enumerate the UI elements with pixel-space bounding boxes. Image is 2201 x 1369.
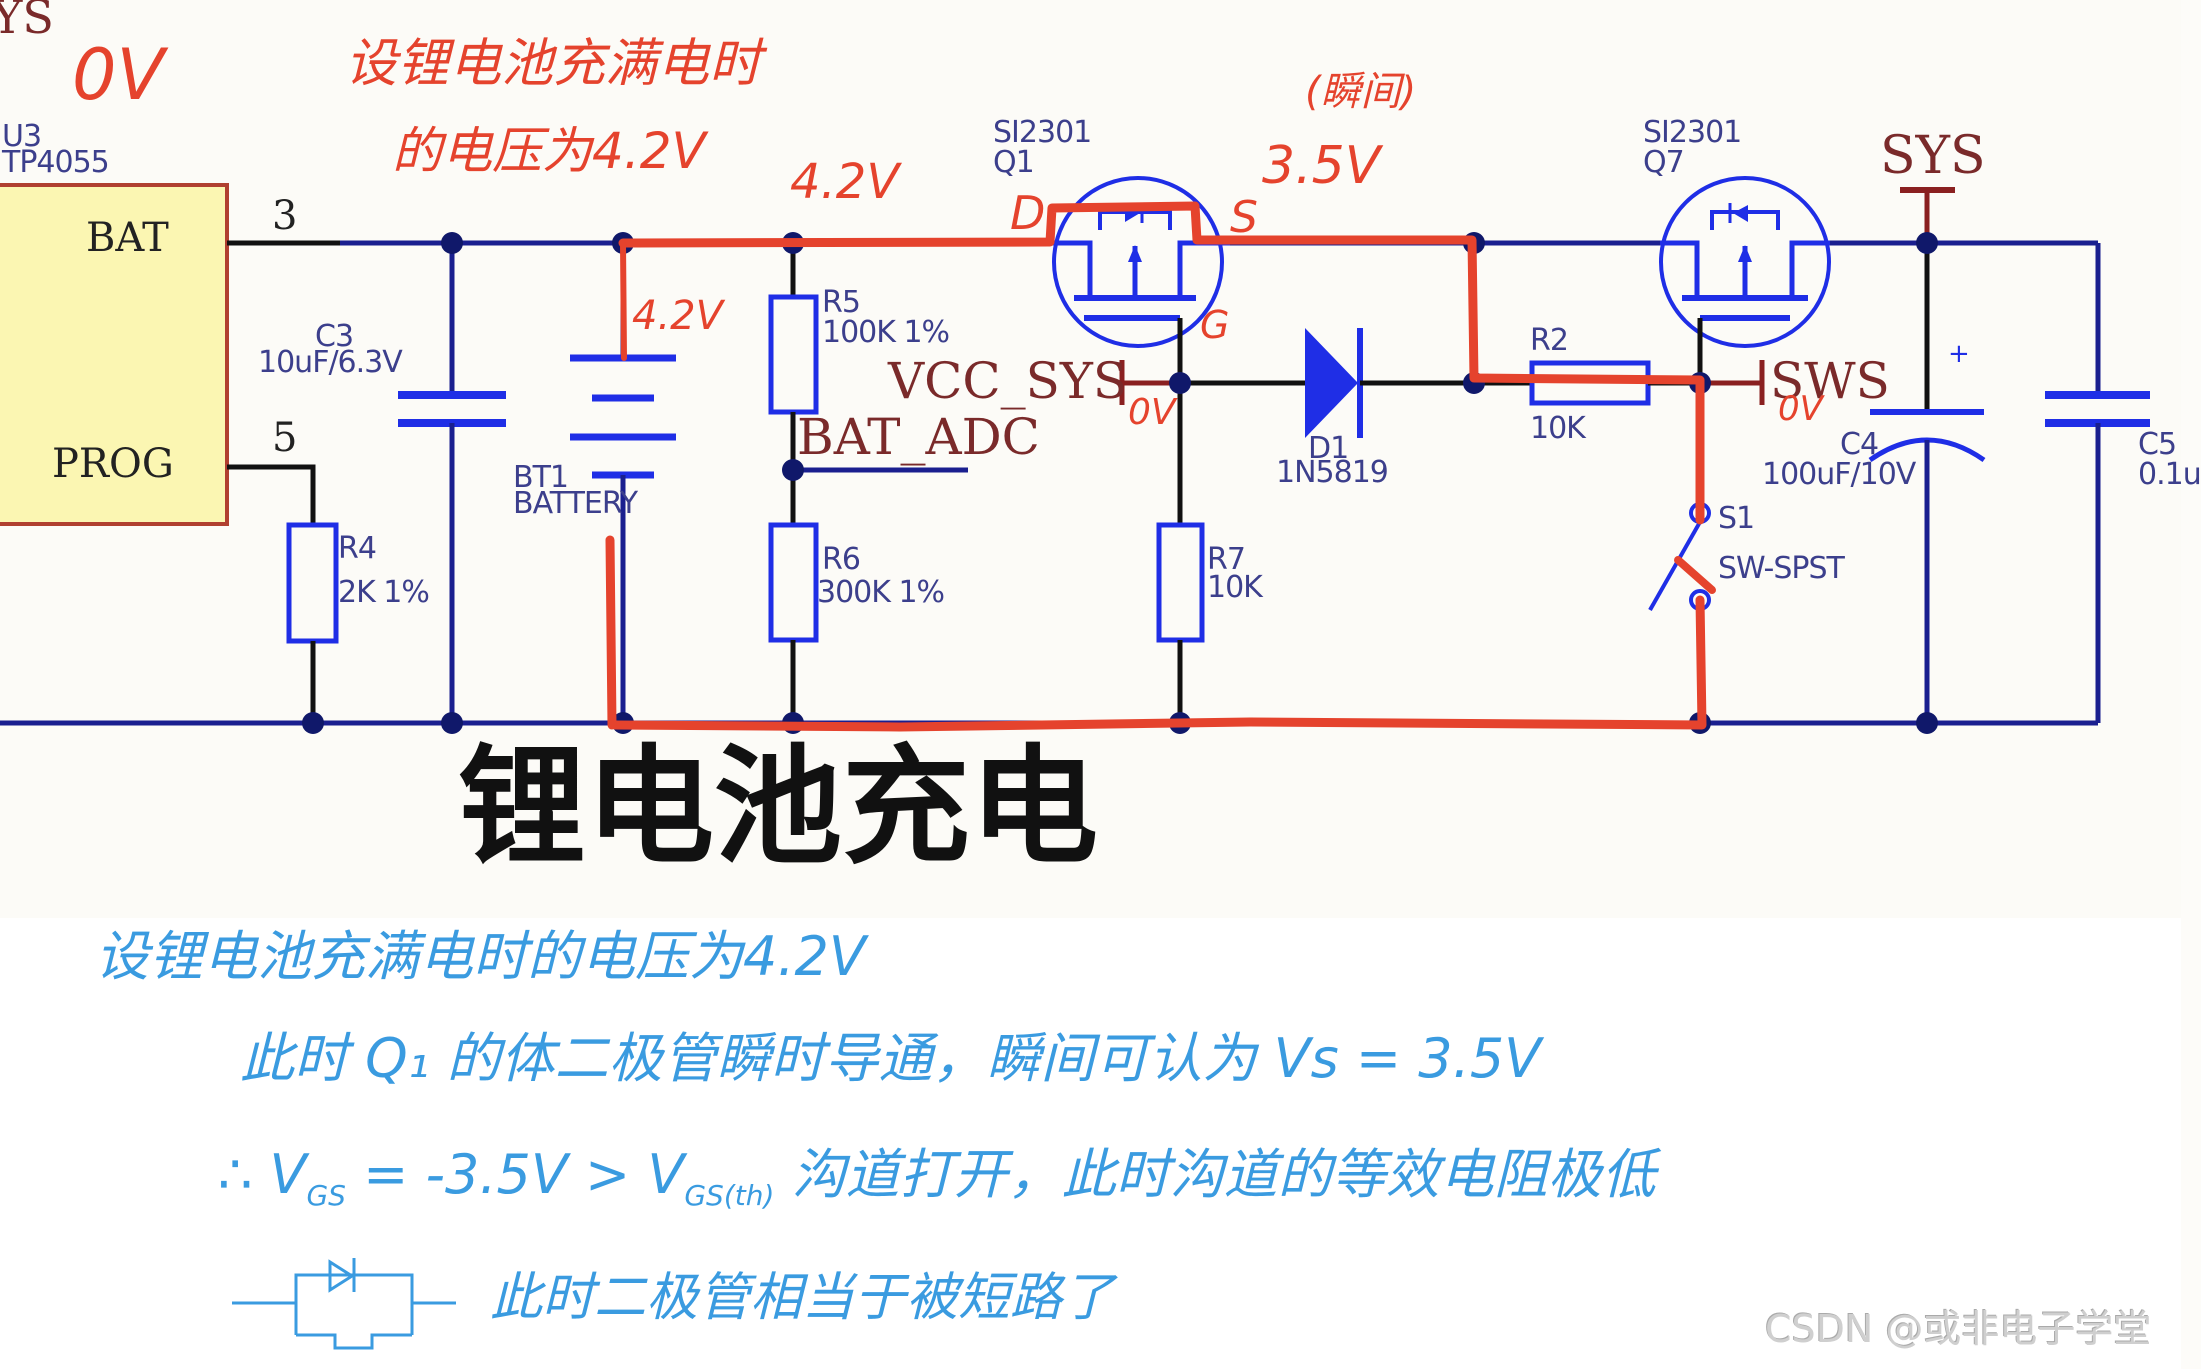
note-line2: 此时 Q₁ 的体二极管瞬时导通，瞬间可认为 Vs = 3.5V xyxy=(240,1027,1542,1090)
annotation-instant: (瞬间) xyxy=(1305,69,1417,115)
diode-d1 xyxy=(1305,328,1358,438)
notes-area xyxy=(0,918,2181,1369)
wire-prog-pin xyxy=(227,464,316,525)
c3-ref: C3 xyxy=(315,319,354,354)
annotation-0v-top: 0V xyxy=(72,34,165,116)
r6-value: 300K 1% xyxy=(817,575,945,610)
annotation-pin-g: G xyxy=(1200,303,1230,347)
c5-value: 0.1u xyxy=(2138,457,2201,492)
note-line3-mid: = -3.5V > V xyxy=(345,1143,685,1206)
r6-ref: R6 xyxy=(822,542,861,577)
r4-ref: R4 xyxy=(338,531,377,566)
ic-u3-body xyxy=(0,183,229,526)
note-line3-suffix: 沟道打开，此时沟道的等效电阻极低 xyxy=(774,1143,1656,1206)
note-line3-prefix: ∴ V xyxy=(218,1143,307,1206)
note-line4: 此时二极管相当于被短路了 xyxy=(490,1268,1115,1328)
ic-pin-5: 5 xyxy=(272,415,298,461)
r7-value: 10K xyxy=(1207,570,1263,605)
annotation-note-line1: 设锂电池充满电时 xyxy=(345,34,762,94)
net-label-vcc-sys: VCC_SYS xyxy=(888,352,1128,410)
annotation-0v-sws: 0V xyxy=(1778,389,1823,429)
annotation-note-line2: 的电压为4.2V xyxy=(392,122,706,180)
bt1-value: BATTERY xyxy=(513,486,638,521)
s1-ref: S1 xyxy=(1718,501,1755,536)
q7-ref: Q7 xyxy=(1643,145,1685,180)
ic-ref: U3 xyxy=(2,119,42,154)
net-label-sys: SYS xyxy=(1880,126,1986,186)
current-path-annotation xyxy=(605,201,1716,732)
r5-ref: R5 xyxy=(822,285,861,320)
mosfet-q7 xyxy=(1659,176,1831,383)
resistor-r5 xyxy=(768,294,819,415)
r2-value: 10K xyxy=(1530,411,1586,446)
ic-part: TP4055 xyxy=(2,145,110,180)
c5-ref: C5 xyxy=(2138,427,2177,462)
c3-value: 10uF/6.3V xyxy=(258,345,403,380)
annotation-rail-voltage: 4.2V xyxy=(790,154,900,210)
net-label-bat-adc: BAT_ADC xyxy=(797,408,1040,466)
resistor-r4 xyxy=(286,522,339,644)
annotation-pin-d: D xyxy=(1010,186,1046,240)
c4-value: 100uF/10V xyxy=(1762,457,1916,492)
net-label-sys-partial: YS xyxy=(0,0,54,44)
resistor-r6 xyxy=(768,522,819,643)
q1-part: SI2301 xyxy=(993,115,1092,150)
c4-ref: C4 xyxy=(1840,427,1879,462)
schematic-title: 锂电池充电 xyxy=(458,733,1099,882)
r4-value: 2K 1% xyxy=(338,575,430,610)
d1-ref: D1 xyxy=(1308,431,1349,466)
q7-part: SI2301 xyxy=(1643,115,1742,150)
r7-ref: R7 xyxy=(1207,542,1246,577)
s1-value: SW-SPST xyxy=(1718,551,1845,586)
d1-value: 1N5819 xyxy=(1276,455,1389,490)
note-line3-sub-gsth: GS(th) xyxy=(684,1178,775,1212)
note-line3: ∴ VGS = -3.5V > VGS(th) 沟道打开，此时沟道的等效电阻极低 xyxy=(218,1148,1656,1210)
bt1-ref: BT1 xyxy=(513,460,569,495)
ic-pin-3: 3 xyxy=(272,193,298,239)
ic-pin-bat: BAT xyxy=(86,215,169,261)
switch-s1-lever xyxy=(1648,521,1702,611)
net-label-sws: SWS xyxy=(1770,352,1890,410)
note-line1: 设锂电池充满电时的电压为4.2V xyxy=(95,925,866,988)
diode-short-sketch xyxy=(232,1258,456,1350)
annotation-source-voltage: 3.5V xyxy=(1262,136,1381,196)
annotation-0v-gate: 0V xyxy=(1128,392,1176,433)
q1-ref: Q1 xyxy=(993,145,1035,180)
resistor-r7 xyxy=(1156,522,1205,643)
annotation-pin-s: S xyxy=(1230,192,1258,243)
schematic-area xyxy=(0,0,2181,918)
r5-value: 100K 1% xyxy=(822,315,950,350)
note-line3-sub-gs: GS xyxy=(306,1178,346,1212)
capacitor-c4-plus: + xyxy=(1948,339,1970,369)
watermark: CSDN @或非电子学堂 xyxy=(1765,1307,2152,1351)
ic-pin-prog: PROG xyxy=(52,441,174,487)
r2-ref: R2 xyxy=(1530,323,1569,358)
annotation-battery-voltage: 4.2V xyxy=(632,293,723,339)
